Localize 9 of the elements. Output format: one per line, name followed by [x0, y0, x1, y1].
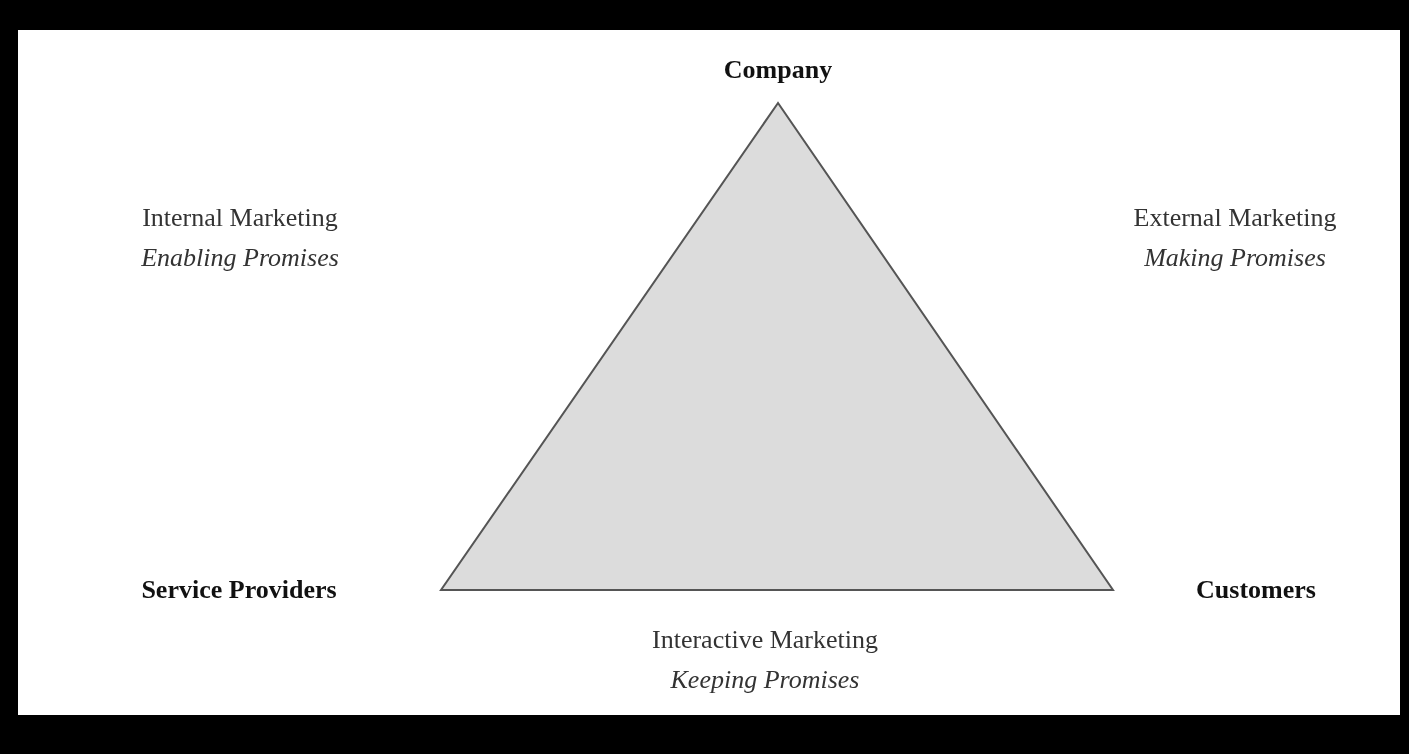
- marketing-label: Interactive Marketing: [652, 624, 878, 656]
- vertex-label: Customers: [1196, 572, 1316, 608]
- promise-label: Keeping Promises: [670, 664, 860, 696]
- promise-label: Enabling Promises: [141, 242, 339, 274]
- vertex-label: Service Providers: [141, 572, 337, 608]
- marketing-label: External Marketing: [1133, 202, 1337, 234]
- marketing-label: Internal Marketing: [142, 202, 338, 234]
- promise-label: Making Promises: [1144, 242, 1326, 274]
- vertex-label: Company: [723, 52, 833, 88]
